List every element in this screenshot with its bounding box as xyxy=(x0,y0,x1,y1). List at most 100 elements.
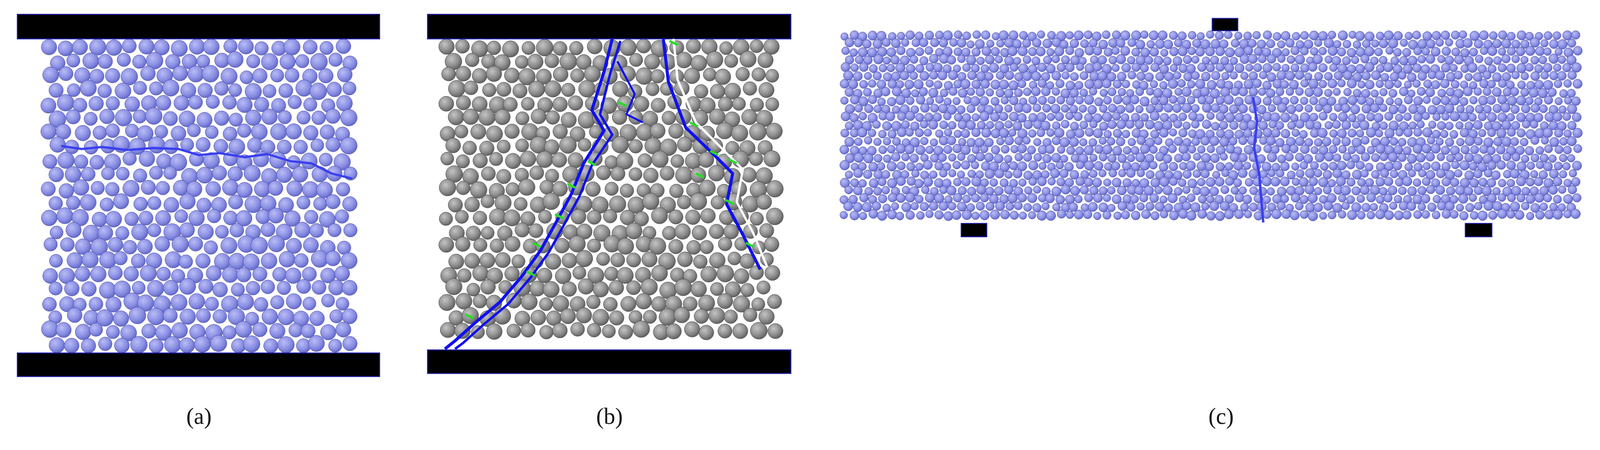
particle xyxy=(674,279,692,296)
particle xyxy=(1253,47,1263,56)
particle xyxy=(270,69,284,83)
particle xyxy=(1542,128,1553,138)
particle xyxy=(690,281,707,297)
particle xyxy=(485,66,502,82)
particle xyxy=(553,124,568,140)
particle xyxy=(1188,111,1198,121)
particle xyxy=(1425,87,1435,97)
particle xyxy=(1107,120,1117,129)
particle xyxy=(137,239,153,255)
particle xyxy=(67,83,81,97)
particle xyxy=(1383,62,1393,72)
particle xyxy=(206,265,222,282)
particle xyxy=(1102,30,1111,39)
particle xyxy=(1150,111,1160,121)
particle xyxy=(1399,56,1409,66)
particle xyxy=(189,38,205,55)
particle xyxy=(65,222,81,238)
sheared-specimen xyxy=(438,38,784,341)
particle xyxy=(1371,39,1380,48)
particle xyxy=(1483,105,1492,114)
particle xyxy=(1557,39,1568,50)
particle xyxy=(1100,88,1108,97)
particle xyxy=(1304,88,1314,97)
particle xyxy=(1032,38,1042,48)
particle xyxy=(1196,113,1205,122)
particle xyxy=(958,120,967,129)
particle xyxy=(651,207,668,224)
particle xyxy=(735,67,750,82)
particle xyxy=(1004,37,1015,48)
particle xyxy=(455,210,469,224)
particle xyxy=(1357,96,1367,105)
particle xyxy=(659,308,677,326)
particle xyxy=(480,194,494,208)
particle xyxy=(692,225,707,241)
particle xyxy=(1225,47,1235,58)
particle xyxy=(502,40,519,58)
particle xyxy=(59,66,74,81)
particle xyxy=(229,112,243,127)
particle xyxy=(1403,112,1412,121)
particle xyxy=(278,308,295,325)
particle xyxy=(896,46,906,56)
particle xyxy=(1089,87,1098,96)
particle xyxy=(1107,87,1117,97)
particle xyxy=(252,266,268,282)
particle xyxy=(863,88,872,97)
particle xyxy=(1318,80,1327,89)
particle xyxy=(1285,38,1295,48)
particle xyxy=(1428,71,1437,80)
particle xyxy=(252,322,267,337)
particle xyxy=(214,110,230,126)
particle xyxy=(867,30,878,41)
particle xyxy=(943,145,953,154)
particle xyxy=(1480,47,1488,55)
particle xyxy=(1432,112,1441,121)
particle xyxy=(966,55,976,65)
particle xyxy=(759,223,774,238)
particle xyxy=(961,129,970,139)
particle xyxy=(948,87,958,96)
particle xyxy=(1525,63,1534,72)
particle xyxy=(115,83,132,100)
particle xyxy=(472,153,488,168)
particle xyxy=(758,308,775,325)
particle xyxy=(1516,30,1527,41)
particle xyxy=(584,65,601,83)
particle xyxy=(1177,96,1186,105)
particle xyxy=(1188,145,1197,154)
particle xyxy=(131,254,145,269)
particle xyxy=(1065,46,1074,55)
particle xyxy=(612,81,629,97)
particle xyxy=(569,235,586,253)
particle xyxy=(552,323,568,339)
particle xyxy=(1469,96,1478,105)
particle xyxy=(868,79,877,88)
particle xyxy=(325,194,341,210)
particle xyxy=(708,307,725,324)
particle xyxy=(203,38,220,55)
particle xyxy=(642,193,659,210)
particle xyxy=(1395,113,1403,122)
particle xyxy=(1234,112,1244,122)
particle xyxy=(1127,138,1136,147)
particle xyxy=(1395,128,1404,137)
particle xyxy=(1276,70,1287,81)
particle xyxy=(1028,47,1037,56)
particle xyxy=(919,56,929,65)
particle xyxy=(1031,56,1041,66)
particle xyxy=(472,265,489,282)
particle xyxy=(928,120,938,130)
particle xyxy=(1070,72,1079,81)
particle xyxy=(1066,146,1075,155)
particle xyxy=(222,95,237,110)
particle xyxy=(300,153,317,170)
particle xyxy=(50,225,64,239)
particle xyxy=(261,252,278,269)
particle xyxy=(295,54,309,68)
particle xyxy=(853,71,863,81)
particle xyxy=(495,252,511,268)
particle xyxy=(523,238,538,254)
